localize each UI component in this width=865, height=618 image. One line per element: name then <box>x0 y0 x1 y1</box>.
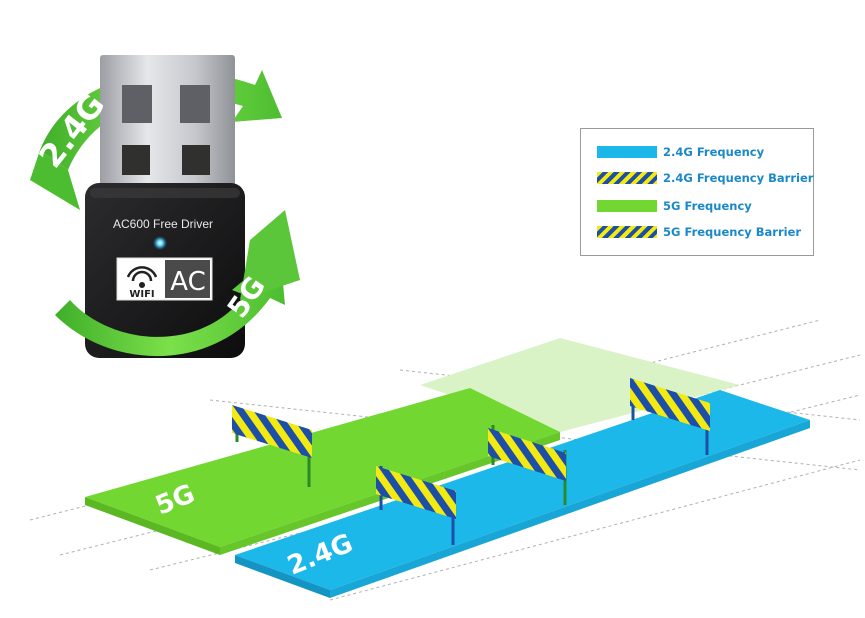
legend: 2.4G Frequency 2.4G Frequency Barrier 5G… <box>580 128 814 256</box>
ac-text: AC <box>170 267 205 297</box>
legend-label: 2.4G Frequency <box>663 145 765 159</box>
legend-label: 5G Frequency <box>663 199 752 213</box>
barrier-24g-b <box>630 378 710 455</box>
legend-swatch <box>597 200 657 212</box>
wifi-text: WIFI <box>129 289 154 300</box>
barrier-5g-b <box>488 425 567 505</box>
wifi-signal-icon <box>126 266 158 289</box>
model-label: AC600 Free Driver <box>113 217 213 231</box>
legend-item-24g-barrier: 2.4G Frequency Barrier <box>597 171 813 185</box>
band-24g <box>235 390 810 598</box>
legend-swatch <box>597 226 657 238</box>
legend-swatch <box>597 172 657 184</box>
status-led-icon <box>153 236 167 250</box>
barrier-5g-a <box>232 405 312 487</box>
legend-item-5g-barrier: 5G Frequency Barrier <box>597 225 801 239</box>
legend-label: 5G Frequency Barrier <box>663 225 802 239</box>
arrow-5g <box>55 210 300 357</box>
legend-item-24g-frequency: 2.4G Frequency <box>597 145 764 159</box>
barrier-24g-a <box>376 466 456 545</box>
wifi-ac-badge: WIFI AC <box>116 257 213 301</box>
usb-connector <box>100 55 235 190</box>
legend-swatch <box>597 146 657 158</box>
legend-label: 2.4G Frequency Barrier <box>663 171 814 185</box>
legend-item-5g-frequency: 5G Frequency <box>597 199 752 213</box>
